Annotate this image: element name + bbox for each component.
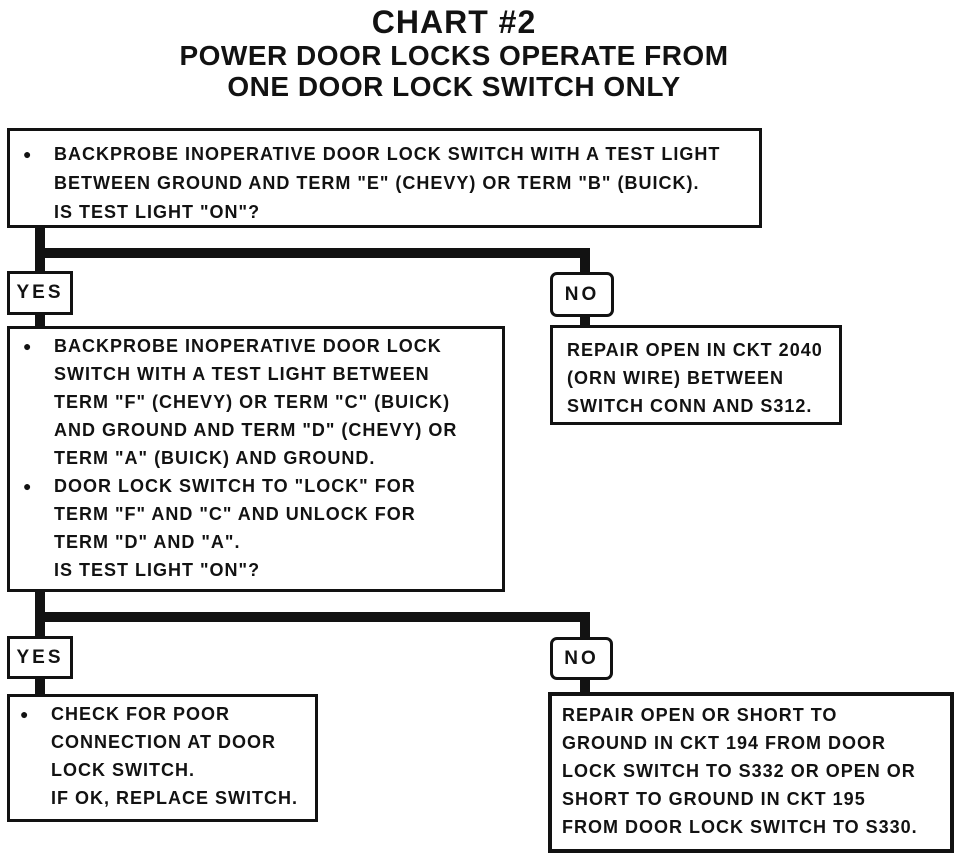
connector-branch2-bar	[35, 612, 590, 622]
connector-branch1-no-drop	[580, 252, 590, 273]
chart-title: CHART #2 POWER DOOR LOCKS OPERATE FROM O…	[0, 4, 908, 102]
bullet-icon: ●	[23, 478, 33, 494]
step1-text: BACKPROBE INOPERATIVE DOOR LOCK SWITCH W…	[54, 144, 721, 222]
step2-text-2: DOOR LOCK SWITCH TO "LOCK" FOR TERM "F" …	[54, 476, 416, 580]
connector-branch2-no-drop	[580, 616, 590, 638]
step2-item-2: ● DOOR LOCK SWITCH TO "LOCK" FOR TERM "F…	[22, 472, 496, 584]
connector-yes1-out	[35, 314, 45, 327]
branch1-no-box: NO	[550, 272, 614, 317]
step2-question-box: ● BACKPROBE INOPERATIVE DOOR LOCK SWITCH…	[7, 326, 505, 592]
connector-no2-out	[580, 679, 590, 693]
chart-number: CHART #2	[371, 4, 537, 40]
repair-ckt2040-text: REPAIR OPEN IN CKT 2040 (ORN WIRE) BETWE…	[567, 340, 823, 416]
branch2-yes-box: YES	[7, 636, 73, 679]
no-label: NO	[564, 647, 599, 669]
yes-label: YES	[16, 646, 64, 668]
chart-subtitle-line1: POWER DOOR LOCKS OPERATE FROM	[179, 40, 729, 71]
connector-branch1-bar	[35, 248, 590, 258]
repair-ckt194-195-text: REPAIR OPEN OR SHORT TO GROUND IN CKT 19…	[562, 705, 918, 837]
step2-item-1: ● BACKPROBE INOPERATIVE DOOR LOCK SWITCH…	[22, 332, 496, 472]
step1-item: ● BACKPROBE INOPERATIVE DOOR LOCK SWITCH…	[22, 140, 751, 227]
check-connection-box: ● CHECK FOR POOR CONNECTION AT DOOR LOCK…	[7, 694, 318, 822]
branch2-no-box: NO	[550, 637, 613, 680]
bullet-icon: ●	[23, 338, 33, 354]
step2-text-1: BACKPROBE INOPERATIVE DOOR LOCK SWITCH W…	[54, 336, 458, 468]
chart-subtitle-line2: ONE DOOR LOCK SWITCH ONLY	[227, 71, 681, 102]
check-connection-text: CHECK FOR POOR CONNECTION AT DOOR LOCK S…	[51, 704, 298, 808]
bullet-icon: ●	[20, 706, 30, 722]
connector-yes2-out	[35, 678, 45, 695]
bullet-icon: ●	[23, 146, 33, 162]
repair-ckt194-195-box: REPAIR OPEN OR SHORT TO GROUND IN CKT 19…	[548, 692, 954, 853]
yes-label: YES	[16, 282, 64, 303]
no-label: NO	[564, 283, 600, 305]
repair-ckt2040-box: REPAIR OPEN IN CKT 2040 (ORN WIRE) BETWE…	[550, 325, 842, 425]
connector-no1-out	[580, 316, 590, 326]
step1-question-box: ● BACKPROBE INOPERATIVE DOOR LOCK SWITCH…	[7, 128, 762, 228]
branch1-yes-box: YES	[7, 271, 73, 315]
check-connection-item: ● CHECK FOR POOR CONNECTION AT DOOR LOCK…	[19, 700, 309, 812]
